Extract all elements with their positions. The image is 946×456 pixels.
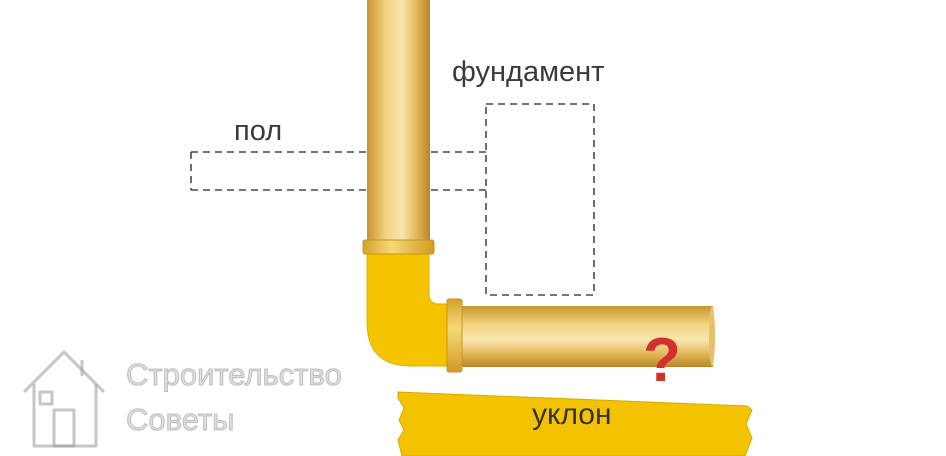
horizontal-pipe (455, 306, 713, 367)
ground-slope (397, 391, 753, 456)
foundation-label: фундамент (452, 56, 605, 88)
foundation-outline (485, 103, 595, 296)
pipe-end (709, 306, 715, 366)
vertical-pipe (367, 0, 430, 245)
floor-outline (190, 151, 486, 191)
watermark-line1: Строительство (126, 357, 343, 393)
pipe-elbow (366, 249, 454, 367)
house-icon (22, 350, 106, 448)
watermark-line2: Советы (125, 402, 235, 438)
elbow-collar-side (446, 298, 463, 373)
question-mark: ? (643, 326, 681, 395)
slope-label: уклон (532, 398, 612, 431)
elbow-collar-top (362, 239, 435, 255)
floor-label: пол (234, 115, 283, 147)
